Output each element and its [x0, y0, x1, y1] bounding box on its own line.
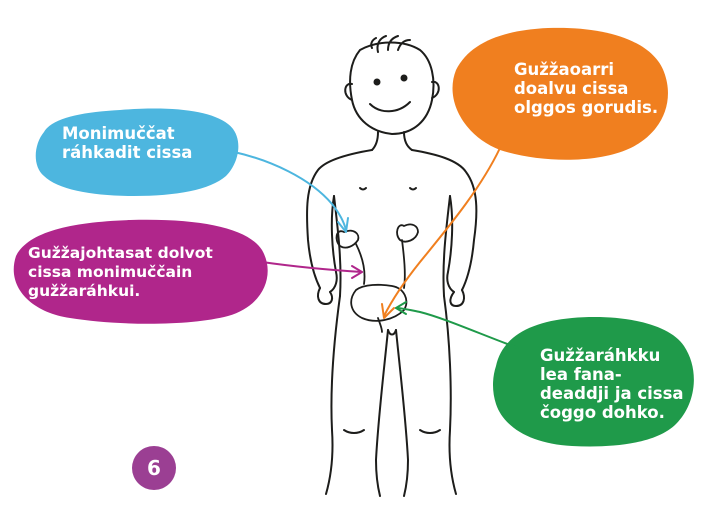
right-leg-outer [444, 296, 456, 494]
head-outline [350, 43, 433, 135]
page-number: 6 [147, 456, 161, 480]
urethra-callout-text: Gužžaráhkku lea fana- deaddji ja cissa č… [540, 346, 684, 422]
bladder-callout-text: Gužžaoarri doalvu cissa olggos gorudis. [514, 60, 658, 117]
left-leg-inner [376, 330, 388, 496]
ureters-callout-text: Gužžajohtasat dolvot cissa monimuččain g… [28, 244, 213, 301]
urinary-organs [337, 224, 418, 332]
page-number-badge: 6 [132, 446, 176, 490]
right-leg-inner [396, 330, 408, 496]
human-figure [307, 36, 476, 496]
right-nipple [410, 188, 416, 190]
left-leg-outer [326, 296, 340, 494]
mouth [370, 102, 410, 111]
right-eye [402, 76, 407, 81]
left-nipple [360, 188, 366, 190]
crotch [388, 330, 396, 335]
callout-arrows [234, 148, 518, 348]
right-ureter [402, 240, 405, 288]
kidneys-callout-text: Monimuččat ráhkadit cissa [62, 124, 192, 162]
left-eye [375, 80, 380, 85]
bladder-arrowhead [382, 304, 394, 318]
left-hand [318, 288, 332, 304]
right-hand [450, 290, 464, 306]
right-knee [420, 430, 440, 433]
kidneys-arrow [234, 152, 346, 230]
left-knee [344, 430, 364, 433]
left-kidney [337, 231, 359, 248]
left-ureter [356, 244, 365, 284]
urethra-arrow [396, 308, 518, 348]
right-kidney [397, 224, 418, 241]
